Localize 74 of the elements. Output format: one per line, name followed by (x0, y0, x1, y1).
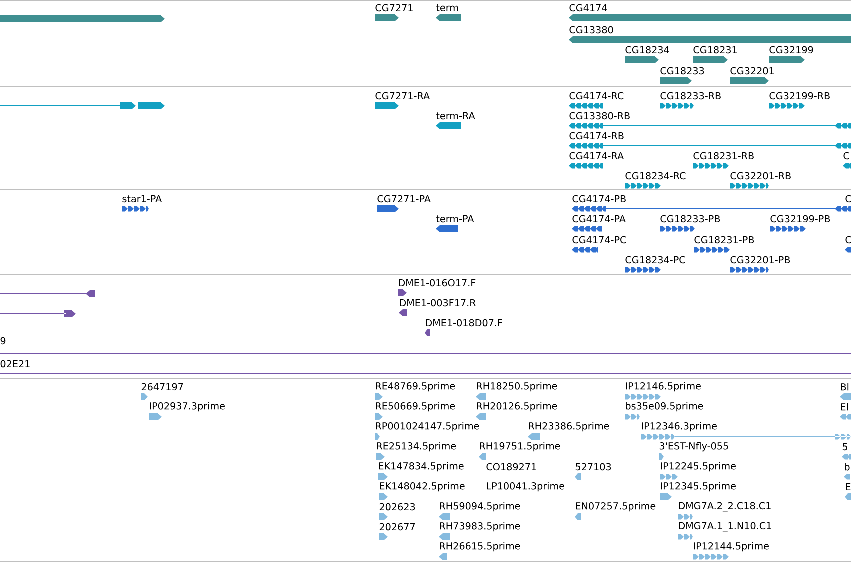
feature-label: DMG7A.1_1.N10.C1 (679, 522, 772, 532)
feature-label: DME1-018D07.F (426, 319, 502, 327)
feature-label: CG18234-RC (626, 172, 686, 180)
feature-label: RE50669.5prime (376, 402, 456, 412)
feature-label: 2647197 (142, 383, 184, 391)
feature-label: CG32201 (730, 67, 774, 75)
feature-label: IP12346.3prime (642, 422, 717, 432)
feature-label: CG32199-RB (770, 92, 830, 100)
feature-label: 02E21 (0, 360, 30, 368)
feature-label: RH59094.5prime (440, 502, 520, 512)
feature-label: RP001024147.5prime (376, 422, 480, 432)
feature-label: term-RA (436, 112, 476, 120)
feature-label: DME1-016O17.F (399, 279, 476, 287)
feature-label: CG13380 (570, 26, 614, 34)
feature-label: RH19751.5prime (480, 442, 560, 452)
feature-label: RH18250.5prime (477, 382, 558, 392)
feature-label: CG18233-RB (660, 92, 721, 100)
feature-label: CG4174-RA (570, 152, 624, 160)
feature-label: EN07257.5prime (576, 502, 656, 512)
feature-label: Bl (841, 383, 849, 391)
feature-label: DMG7A.2_2.C18.C1 (679, 502, 771, 512)
feature-label: bs35e09.5prime (626, 402, 704, 412)
feature-label: RH73983.5prime (440, 522, 520, 532)
feature-label: CG18231-PB (694, 236, 754, 244)
feature-label: CG4174-PA (572, 215, 626, 223)
feature-label: CG32199-PB (770, 215, 830, 223)
feature-label: EK147834.5prime (379, 462, 464, 472)
feature-label: RE25134.5prime (377, 442, 456, 452)
feature-label: CG18231 (694, 46, 737, 54)
feature-label: 5 (842, 443, 848, 451)
feature-label: C (846, 236, 851, 244)
feature-label: CG4174-PB (572, 195, 626, 203)
feature-label: RH20126.5prime (477, 402, 558, 412)
feature-label: CG4174-RB (570, 132, 624, 140)
feature-label: CG32201-PB (730, 256, 790, 264)
feature-label: CG13380-RB (570, 112, 630, 120)
feature-label: CG4174 (570, 4, 608, 12)
feature-label: RE48769.5prime (376, 382, 456, 392)
feature-label: CG18231-RB (694, 152, 754, 160)
feature-label: EK148042.5prime (380, 482, 465, 492)
feature-label: C (846, 195, 851, 203)
feature-label: E (846, 484, 851, 490)
feature-label: IP12345.5prime (661, 482, 736, 492)
feature-label: CG18234-PC (626, 256, 686, 264)
feature-label: term-PA (436, 215, 474, 223)
feature-label: CG7271-RA (376, 92, 430, 100)
feature-label: IP12144.5prime (694, 542, 769, 552)
feature-label: CG4174-RC (570, 92, 624, 100)
feature-label: star1-PA (122, 195, 162, 203)
feature-label: CG32199 (770, 46, 814, 54)
feature-label: b (845, 463, 850, 471)
feature-label: DME1-003F17.R (400, 299, 476, 307)
feature-label: 3'EST-Nfly-055 (660, 442, 728, 452)
feature-label: CG32201-RB (730, 172, 791, 180)
feature-label: CG18233 (660, 67, 704, 75)
feature-label: C (844, 152, 850, 160)
feature-label: term (436, 4, 458, 12)
feature-label: El (841, 403, 848, 411)
feature-label: CG4174-PC (572, 236, 626, 244)
feature-label: LP10041.3prime (487, 482, 564, 492)
feature-label: IP12146.5prime (626, 382, 701, 392)
feature-label: CG18233-PB (660, 215, 720, 223)
feature-label: CG18234 (626, 46, 670, 54)
feature-label: 202623 (380, 503, 416, 511)
feature-label: RH23386.5prime (529, 422, 610, 432)
feature-label: CO189271 (486, 463, 536, 471)
feature-label: CG7271 (376, 4, 413, 12)
feature-label: IP12245.5prime (661, 462, 736, 472)
feature-label: CG7271-PA (378, 195, 431, 203)
feature-label: 202677 (380, 523, 416, 531)
feature-label: RH26615.5prime (440, 542, 520, 552)
feature-label: 527103 (576, 463, 612, 471)
feature-label: IP02937.3prime (150, 402, 225, 412)
feature-label: 9 (0, 337, 6, 345)
